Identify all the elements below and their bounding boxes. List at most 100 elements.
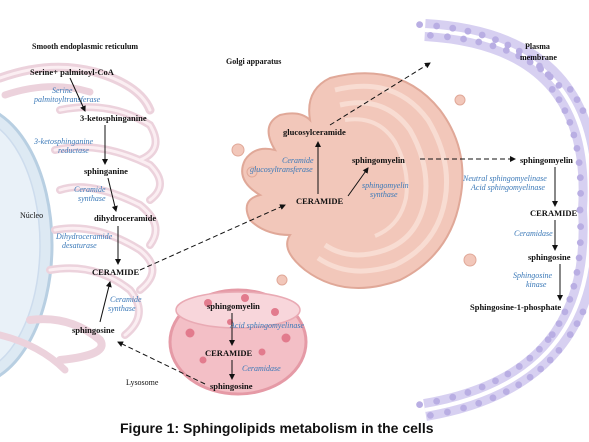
- membrane-lipid-head: [460, 35, 467, 43]
- golgi-apparatus: [231, 72, 477, 289]
- membrane-lipid-head: [573, 320, 581, 327]
- membrane-lipid-head: [478, 383, 486, 391]
- er-enzyme3-line1: Ceramide: [74, 185, 106, 194]
- membrane-lipid-head: [579, 308, 587, 316]
- membrane-lipid-head: [573, 145, 581, 152]
- golgi-enzyme1-line1: Ceramide: [282, 156, 314, 165]
- pm-enzyme3-line1: Sphingosine: [513, 271, 553, 280]
- er-enzyme1-line1: Serine: [52, 86, 73, 95]
- golgi-ceramide-label: CERAMIDE: [296, 196, 344, 206]
- membrane-lipid-head: [570, 282, 578, 290]
- er-arrow-3: [107, 177, 118, 212]
- golgi-enzyme2-line1: sphingomyelin: [362, 181, 409, 190]
- golgi-enzyme2-line2: synthase: [370, 190, 398, 199]
- membrane-lipid-head: [433, 397, 441, 405]
- er-enzyme4-line2: desaturase: [62, 241, 97, 250]
- er-sphingosine-label: sphingosine: [72, 325, 115, 335]
- membrane-lipid-head: [416, 401, 423, 408]
- membrane-lipid-head: [504, 370, 512, 378]
- membrane-lipid-head: [464, 389, 472, 396]
- membrane-lipid-head: [489, 42, 497, 50]
- er-arrow-5: [99, 281, 112, 323]
- nucleus: [0, 112, 54, 378]
- membrane-lipid-head: [570, 131, 578, 139]
- membrane-lipid-head: [489, 394, 497, 402]
- er-ketosphinganine-label: 3-ketosphinganine: [80, 113, 147, 123]
- er-serine-label: Serine+ palmitoyl-CoA: [30, 67, 115, 77]
- membrane-lipid-head: [575, 159, 583, 167]
- membrane-lipid-head: [536, 345, 543, 353]
- golgi-enzyme1-line2: glucosyltransferase: [250, 165, 313, 174]
- er-enzyme5-line1: Ceramide: [110, 295, 142, 304]
- membrane-phospholipid-heads: [416, 21, 587, 419]
- membrane-lipid-head: [561, 308, 569, 316]
- transport-lysosome-to-er: [117, 341, 206, 385]
- er-dihydroceramide-label: dihydroceramide: [94, 213, 156, 223]
- membrane-lipid-head: [561, 107, 569, 114]
- pm-enzyme2: Ceramidase: [514, 229, 553, 238]
- lys-enzyme1: Acid sphingomyelinase: [229, 321, 304, 330]
- pm-sphingomyelin-label: sphingomyelin: [520, 155, 573, 165]
- region-label-membrane-2: membrane: [520, 53, 557, 62]
- membrane-lipid-head: [504, 41, 512, 49]
- membrane-lipid-head: [475, 399, 483, 407]
- membrane-lipid-head: [427, 412, 434, 419]
- pm-enzyme3-line2: kinase: [526, 280, 547, 289]
- membrane-lipid-head: [515, 381, 523, 389]
- er-inner-lines: [0, 65, 162, 337]
- membrane-lipid-head: [573, 269, 581, 276]
- pm-enzyme1-line2: Acid sphingomyelinase: [470, 183, 545, 192]
- region-label-golgi: Golgi apparatus: [226, 57, 281, 66]
- membrane-lipid-head: [515, 47, 523, 55]
- membrane-lipid-head: [502, 388, 510, 396]
- membrane-lipid-head: [576, 174, 584, 182]
- membrane-lipid-head: [526, 54, 534, 62]
- membrane-lipid-head: [566, 331, 574, 339]
- membrane-lipid-head: [433, 22, 441, 30]
- lys-ceramide-label: CERAMIDE: [205, 348, 253, 358]
- transport-golgi-to-membrane-top: [329, 62, 431, 126]
- membrane-lipid-head: [449, 393, 457, 401]
- transport-er-to-golgi: [139, 204, 286, 271]
- er-ceramide-label: CERAMIDE: [92, 267, 140, 277]
- membrane-lipid-head: [544, 336, 552, 343]
- lys-enzyme2: Ceramidase: [242, 364, 281, 373]
- er-enzyme2-line2: reductase: [58, 146, 89, 155]
- lys-sphingosine-label: sphingosine: [210, 381, 253, 391]
- membrane-lipid-head: [577, 223, 585, 231]
- membrane-lipid-head: [548, 331, 556, 339]
- membrane-lipid-head: [526, 373, 534, 381]
- er-sphinganine-label: sphinganine: [84, 166, 128, 176]
- membrane-lipid-head: [537, 365, 545, 373]
- membrane-lipid-head: [566, 296, 574, 303]
- er-arrow-1: [69, 77, 86, 112]
- membrane-lipid-head: [555, 82, 563, 89]
- membrane-lipid-head: [555, 320, 563, 327]
- membrane-lipid-head: [579, 107, 587, 114]
- er-enzyme4-line1: Dihydroceramide: [55, 232, 113, 241]
- membrane-lipid-head: [526, 354, 534, 362]
- figure-caption: Figure 1: Sphingolipids metabolism in th…: [120, 420, 434, 436]
- lys-sphingomyelin-label: sphingomyelin: [207, 301, 260, 311]
- membrane-lipid-head: [544, 71, 552, 78]
- membrane-lipid-head: [577, 190, 585, 197]
- membrane-lipid-head: [576, 206, 584, 214]
- membrane-lipid-head: [427, 32, 434, 39]
- golgi-arrow-to-sphingomyelin: [347, 167, 369, 197]
- membrane-lipid-head: [515, 363, 523, 370]
- membrane-lipid-head: [475, 38, 483, 46]
- membrane-lipid-head: [492, 377, 499, 385]
- membrane-lipid-head: [416, 21, 423, 28]
- region-label-lysosome: Lysosome: [126, 378, 159, 387]
- golgi-sphingomyelin-label: sphingomyelin: [352, 155, 405, 165]
- region-label-membrane-1: Plasma: [525, 42, 550, 51]
- er-enzyme2-line1: 3-ketosphinganine: [33, 137, 94, 146]
- pm-enzyme1-line1: Neutral sphingomyelinase: [462, 174, 547, 183]
- er-enzyme3-line2: synthase: [78, 194, 106, 203]
- membrane-lipid-head: [555, 96, 563, 103]
- membrane-lipid-head: [478, 31, 486, 39]
- membrane-lipid-head: [444, 33, 451, 41]
- membrane-lipid-head: [536, 62, 543, 70]
- membrane-lipid-head: [492, 36, 499, 43]
